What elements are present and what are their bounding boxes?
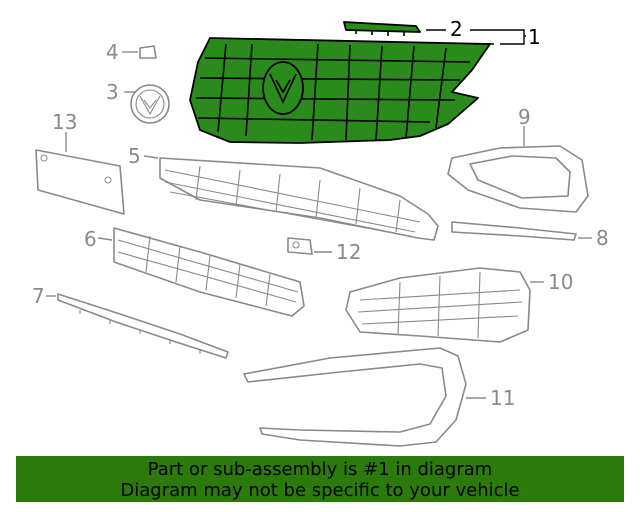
parts-diagram: 1 2 3 4 5 6 7 8 9 10 11 12 13	[32, 17, 609, 447]
part-9-fog-lamp-frame[interactable]	[447, 145, 589, 213]
part-2-moulding-strip[interactable]	[343, 21, 421, 36]
callout-3: 3	[106, 80, 119, 104]
part-10-lamp-insert[interactable]	[345, 267, 531, 343]
part-12-bracket[interactable]	[287, 237, 313, 255]
callout-2: 2	[450, 17, 463, 41]
callout-9: 9	[518, 105, 531, 129]
part-11-outer-bezel[interactable]	[243, 347, 467, 447]
part-4-clip[interactable]	[139, 45, 157, 59]
info-banner: Part or sub-assembly is #1 in diagram Di…	[16, 456, 624, 502]
callout-8: 8	[596, 226, 609, 250]
callout-7: 7	[32, 284, 45, 308]
leader-line-5	[143, 155, 159, 159]
part-13-plate-bracket[interactable]	[35, 149, 125, 215]
leader-line-6	[97, 237, 113, 241]
banner-line-2: Diagram may not be specific to your vehi…	[120, 480, 520, 501]
part-3-emblem[interactable]	[130, 84, 170, 124]
part-1-upper-grille[interactable]	[189, 37, 491, 144]
leader-line-1	[470, 29, 526, 45]
callout-4: 4	[106, 40, 119, 64]
callout-12: 12	[336, 240, 361, 264]
callout-6: 6	[84, 227, 97, 251]
callout-1: 1	[528, 25, 541, 49]
callout-11: 11	[490, 386, 515, 410]
part-6-honeycomb-insert[interactable]	[113, 227, 305, 317]
callout-13: 13	[52, 110, 77, 134]
part-5-lower-grille[interactable]	[159, 157, 439, 241]
callout-5: 5	[128, 144, 141, 168]
part-8-chrome-strip[interactable]	[451, 221, 577, 241]
banner-line-1: Part or sub-assembly is #1 in diagram	[147, 459, 493, 480]
part-7-trim-strip[interactable]	[57, 293, 229, 359]
callout-10: 10	[548, 270, 573, 294]
